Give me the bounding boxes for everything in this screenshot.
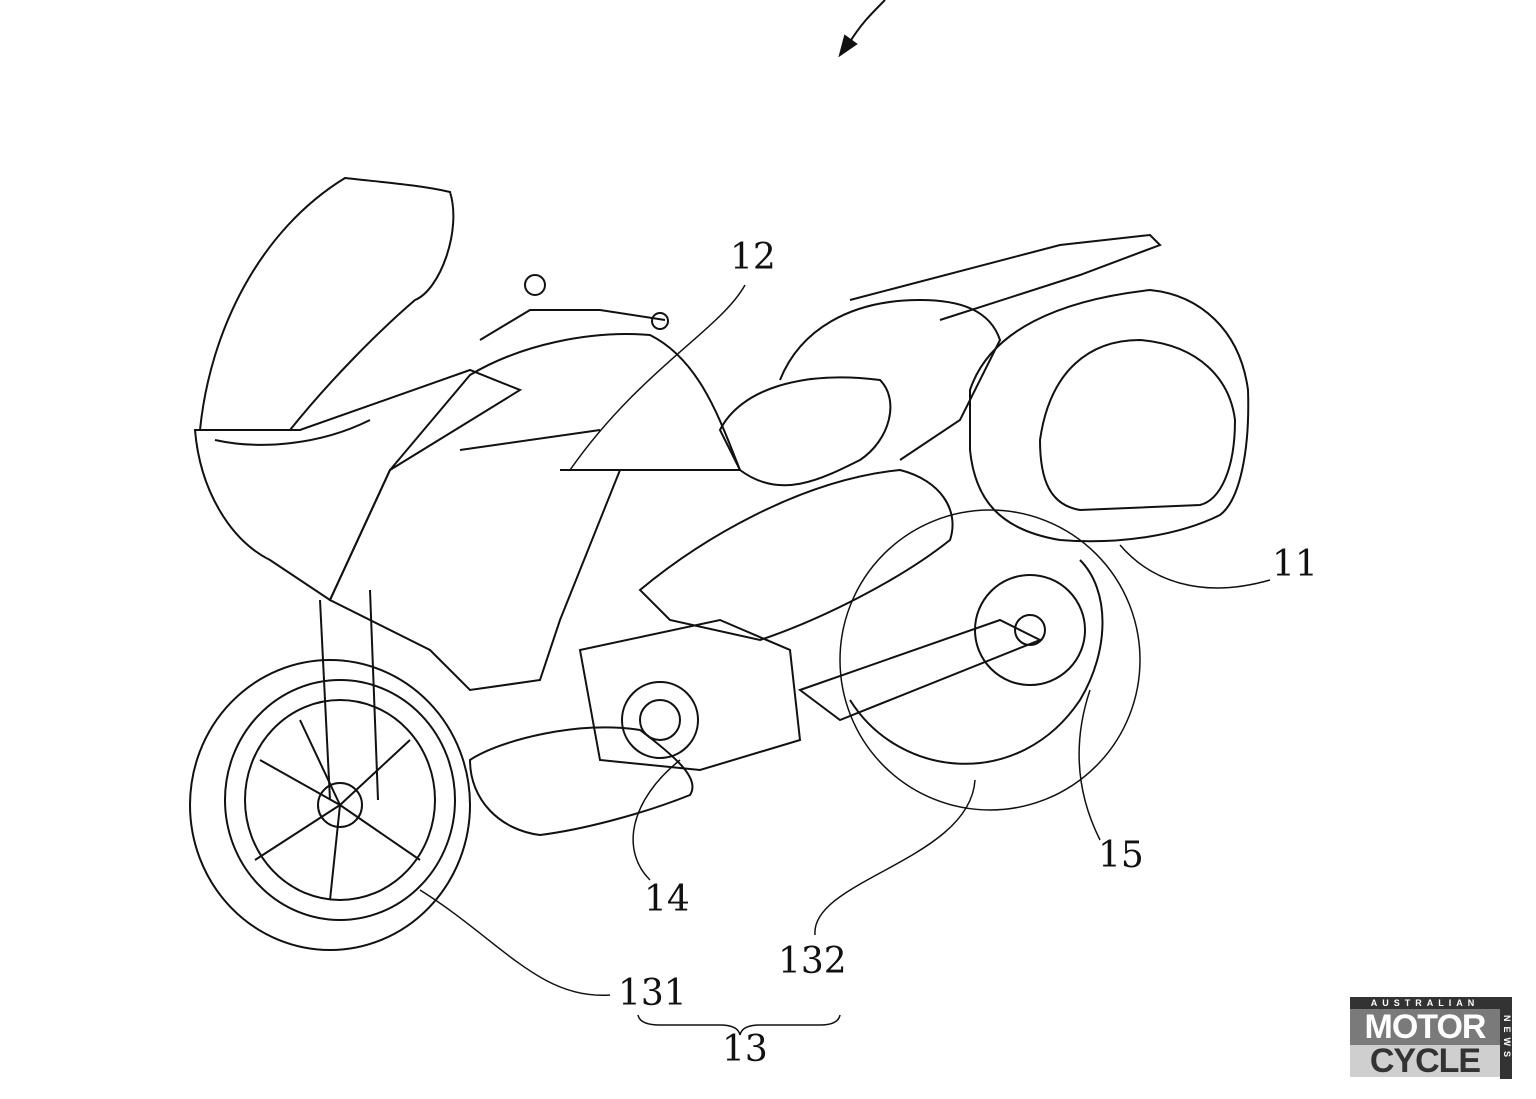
ref-numeral-12: 12: [730, 237, 776, 278]
front-fork: [319, 589, 379, 801]
swingarm: [797, 618, 1043, 722]
front-fairing: [193, 368, 523, 602]
rear-rack: [849, 233, 1162, 321]
logo-line1: AUSTRALIAN: [1350, 997, 1500, 1009]
body-cover: [328, 333, 742, 692]
rear-wheel: [839, 509, 1141, 811]
engine-guard: [468, 726, 694, 837]
ref-numeral-14: 14: [644, 879, 690, 920]
pannier: [969, 288, 1250, 543]
engine: [578, 618, 802, 772]
ref-numeral-15: 15: [1098, 835, 1144, 876]
leader-lines: [419, 284, 1271, 1036]
ref-numeral-11: 11: [1272, 544, 1318, 585]
australian-motorcycle-news-logo: AUSTRALIAN MOTOR CYCLE NEWS: [1350, 997, 1512, 1079]
logo-line2: MOTOR: [1350, 1009, 1500, 1045]
windscreen: [198, 176, 455, 431]
ref-numeral-131: 131: [618, 973, 687, 1014]
ref-numeral-132: 132: [778, 941, 847, 982]
front-wheel: [189, 659, 471, 951]
side-panel: [638, 468, 954, 642]
ref-numeral-13: 13: [722, 1029, 768, 1070]
figure-arrow: [838, 0, 886, 58]
logo-line3: CYCLE: [1350, 1044, 1500, 1078]
handlebar: [479, 309, 666, 341]
seat: [718, 376, 892, 487]
logo-side: NEWS: [1500, 997, 1512, 1079]
